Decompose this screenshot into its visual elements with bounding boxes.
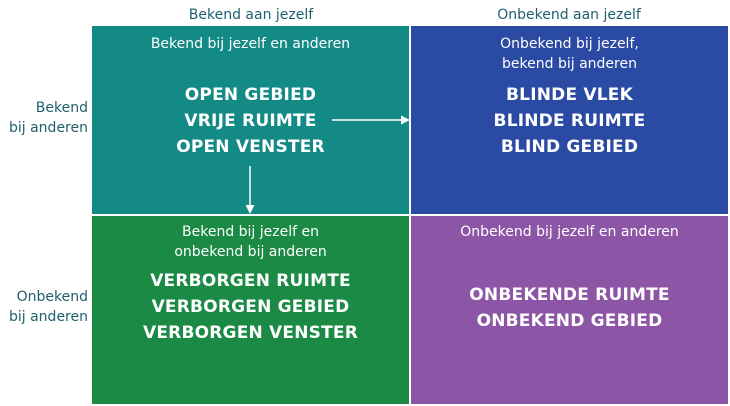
quadrant-name: VRIJE RUIMTE — [184, 111, 317, 131]
row-header-known-to-others: Bekend bij anderen — [0, 98, 88, 138]
quadrant-name: BLIND GEBIED — [500, 137, 639, 157]
row-header-unknown-to-others: Onbekend bij anderen — [0, 287, 88, 327]
quadrant-name: VERBORGEN RUIMTE — [150, 271, 351, 291]
quadrant-name: ONBEKENDE RUIMTE — [469, 285, 670, 305]
subtitle-line: Onbekend bij jezelf, — [500, 36, 639, 52]
quadrant-names: VERBORGEN RUIMTE VERBORGEN GEBIED VERBOR… — [92, 268, 409, 346]
row-header-line: Bekend — [35, 100, 88, 116]
quadrant-unknown-area: Onbekend bij jezelf en anderen ONBEKENDE… — [411, 216, 728, 404]
quadrant-names: OPEN GEBIED VRIJE RUIMTE OPEN VENSTER — [92, 82, 409, 160]
quadrant-name: VERBORGEN GEBIED — [151, 297, 350, 317]
quadrant-blind-spot: Onbekend bij jezelf, bekend bij anderen … — [411, 26, 728, 214]
quadrant-name: ONBEKEND GEBIED — [476, 311, 663, 331]
quadrant-name: VERBORGEN VENSTER — [142, 323, 358, 343]
subtitle-line: Bekend bij jezelf en anderen — [150, 36, 351, 52]
quadrant-open-area: Bekend bij jezelf en anderen OPEN GEBIED… — [92, 26, 409, 214]
column-header-known-to-self: Bekend aan jezelf — [188, 7, 314, 23]
subtitle-line: Onbekend bij jezelf en anderen — [460, 224, 679, 240]
column-header-unknown-to-self: Onbekend aan jezelf — [497, 7, 641, 23]
row-header-line: Onbekend — [16, 289, 88, 305]
quadrant-name: BLINDE VLEK — [506, 85, 633, 105]
quadrant-subtitle: Onbekend bij jezelf en anderen — [411, 222, 728, 242]
quadrant-names: ONBEKENDE RUIMTE ONBEKEND GEBIED — [411, 282, 728, 334]
quadrant-subtitle: Bekend bij jezelf en onbekend bij andere… — [92, 222, 409, 262]
row-header-line: bij anderen — [8, 309, 88, 325]
subtitle-line: Bekend bij jezelf en — [182, 224, 319, 240]
quadrant-names: BLINDE VLEK BLINDE RUIMTE BLIND GEBIED — [411, 82, 728, 160]
quadrant-name: OPEN GEBIED — [184, 85, 317, 105]
row-header-line: bij anderen — [8, 120, 88, 136]
subtitle-line: onbekend bij anderen — [174, 244, 327, 260]
subtitle-line: bekend bij anderen — [502, 56, 637, 72]
quadrant-name: BLINDE RUIMTE — [493, 111, 646, 131]
quadrant-name: OPEN VENSTER — [176, 137, 325, 157]
quadrant-subtitle: Onbekend bij jezelf, bekend bij anderen — [411, 34, 728, 74]
quadrant-subtitle: Bekend bij jezelf en anderen — [92, 34, 409, 54]
quadrant-hidden-area: Bekend bij jezelf en onbekend bij andere… — [92, 216, 409, 404]
